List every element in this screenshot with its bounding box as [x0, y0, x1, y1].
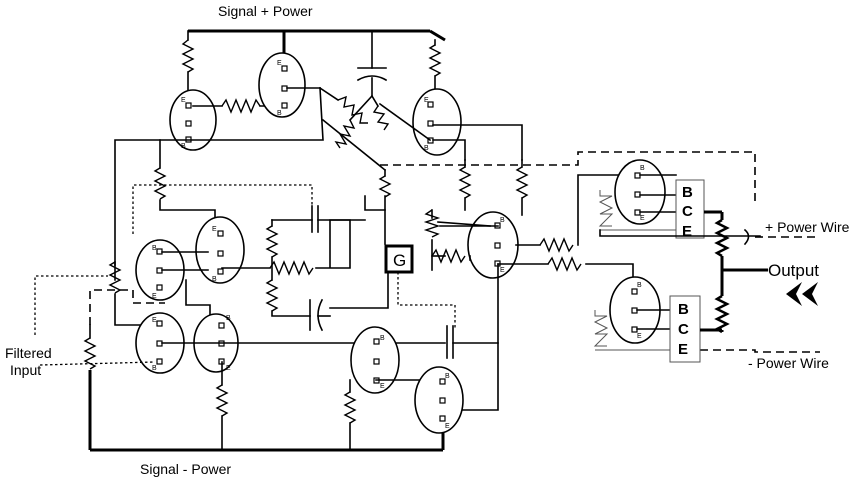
resistor [343, 391, 357, 424]
pin-label: B [277, 110, 282, 117]
dotted-input-line [34, 275, 108, 335]
bce-c-top: C [682, 203, 693, 220]
capacitor-plate-curved [317, 298, 324, 332]
resistor-horizontal [221, 98, 261, 114]
resistor-horizontal [547, 256, 582, 272]
transistor-q1 [169, 89, 217, 151]
resistor [265, 279, 279, 312]
resistor-input [83, 337, 97, 370]
resistor [378, 175, 392, 198]
resistor [215, 384, 229, 417]
transistor-q4 [467, 211, 519, 279]
g-box-label: G [393, 251, 406, 270]
pin-label: B [640, 165, 645, 172]
pin-label: E [152, 317, 157, 324]
pin-label: B [500, 217, 505, 224]
pin-label: E [640, 215, 645, 222]
bce-box-bottom [669, 295, 701, 363]
filtered-input-label-line2: Input [10, 362, 41, 378]
resistor-horizontal [269, 260, 314, 276]
pin-label: B [445, 373, 450, 380]
pin-label: B [181, 143, 186, 150]
pin-label: B [212, 276, 217, 283]
g-box [384, 244, 414, 274]
capacitor-plate-curved [356, 75, 388, 82]
pin-label: B [380, 335, 385, 342]
output-label: Output [768, 261, 819, 280]
power-wire-crossover [743, 228, 750, 246]
bce-b-bottom: B [678, 301, 689, 318]
resistor [181, 39, 195, 73]
pin-label: E [424, 97, 429, 104]
resistor [428, 44, 442, 77]
pin-label: B [424, 145, 429, 152]
top-rail-corner [429, 29, 446, 42]
pin-label: E [500, 267, 505, 274]
bce-c-bottom: C [678, 321, 689, 338]
pin-label: B [152, 245, 157, 252]
transistor-q2 [258, 52, 306, 118]
pin-label: B [152, 365, 157, 372]
output-resistor-top [714, 218, 730, 258]
bce-box-top [675, 179, 705, 239]
resistor [153, 167, 167, 200]
resistor [372, 105, 390, 131]
resistor-variable [423, 209, 441, 238]
resistor [265, 225, 279, 258]
output-resistor-bottom [714, 294, 730, 334]
double-chevron-left-icon [786, 282, 802, 306]
bce-e-bottom: E [678, 341, 688, 358]
pin-label: E [181, 97, 186, 104]
g-dotted-line [397, 272, 456, 330]
dashed-line [89, 289, 165, 325]
resistor-thin [593, 310, 609, 347]
bce-e-top: E [682, 223, 692, 240]
resistor-horizontal [431, 248, 466, 264]
pin-label: B [226, 315, 231, 322]
bottom-rail-label: Signal - Power [140, 461, 231, 477]
filtered-input-label-line1: Filtered [5, 345, 52, 361]
resistor-diagonal [334, 119, 356, 149]
pin-label: E [277, 60, 282, 67]
minus-power-wire-label: - Power Wire [748, 355, 829, 371]
plus-power-wire-label: + Power Wire [765, 219, 850, 235]
pin-label: E [637, 333, 642, 340]
pin-label: E [212, 226, 217, 233]
pin-label: B [637, 282, 642, 289]
resistor [515, 166, 529, 199]
transistor-q3 [412, 88, 462, 156]
pin-label: E [152, 293, 157, 300]
resistor [458, 166, 472, 199]
top-rail-label: Signal + Power [218, 3, 313, 19]
resistor [108, 261, 122, 294]
resistor-thin [598, 190, 614, 227]
pin-label: E [380, 383, 385, 390]
power-wire-dashed-bottom [700, 349, 820, 353]
power-wire-dashed-top [380, 151, 756, 205]
transistor-q5 [195, 216, 245, 284]
transistor-q10 [414, 366, 464, 434]
pin-label: E [226, 365, 231, 372]
resistor-diagonal [337, 95, 368, 124]
pin-label: E [445, 423, 450, 430]
bce-b-top: B [682, 184, 693, 201]
resistor-horizontal [539, 237, 574, 253]
